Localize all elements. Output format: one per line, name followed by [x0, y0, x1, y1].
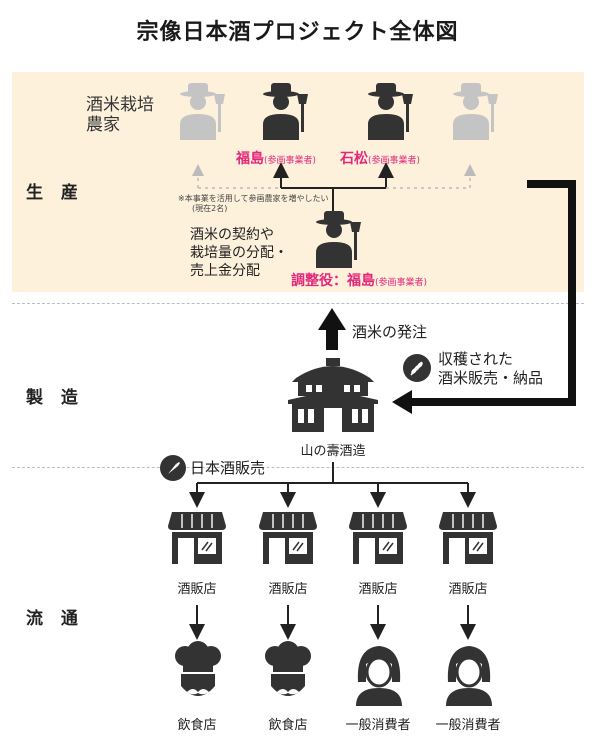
role-line2: 栽培量の分配・: [190, 245, 288, 261]
section-manufacturing: 製 造: [26, 388, 84, 408]
brewery-icon: [288, 358, 378, 432]
store-label: 酒販店: [177, 582, 217, 597]
farmer-1-tag: (参画事業者): [264, 156, 317, 166]
farmers-label-line2: 農家: [86, 115, 120, 135]
customer-label: 飲食店: [177, 718, 217, 733]
farmer-1-label: 福島(参画事業者): [236, 148, 316, 168]
farmer-2-name: 石松: [340, 151, 368, 167]
production-area: [12, 72, 584, 292]
wheat-icon: [403, 354, 431, 382]
farmer-icon: [180, 83, 225, 140]
farmer-icon: [453, 83, 498, 140]
sake-bottle-icon: [160, 455, 186, 481]
harvest-line2: 酒米販売・納品: [438, 369, 544, 387]
customer-label: 一般消費者: [345, 718, 411, 733]
farmer-2-tag: (参画事業者): [368, 156, 421, 166]
chef-icon: [265, 641, 311, 696]
coordinator-name: 調整役：福島: [291, 273, 375, 289]
page-title: 宗像日本酒プロジェクト全体図: [136, 20, 459, 45]
harvest-line1: 収穫された: [438, 350, 514, 368]
coordinator-role: 酒米の契約や 栽培量の分配・ 売上金分配: [190, 226, 288, 280]
section-production: 生 産: [26, 183, 84, 203]
customer-label: 一般消費者: [435, 718, 501, 733]
farmer-2-label: 石松(参画事業者): [340, 148, 420, 168]
store-icon: [439, 512, 497, 564]
store-label: 酒販店: [358, 582, 398, 597]
coordinator-label: 調整役：福島(参画事業者): [291, 270, 427, 290]
order-arrow: [318, 308, 346, 350]
farmers-label-line1: 酒米栽培: [86, 95, 154, 115]
store-label: 酒販店: [268, 582, 308, 597]
farmer-icon: [263, 83, 308, 140]
divider-manufacturing: [12, 467, 584, 468]
farmer-icon: [368, 83, 413, 140]
person-icon: [356, 646, 402, 706]
role-line3: 売上金分配: [190, 263, 260, 279]
sales-label: 日本酒販売: [190, 459, 266, 477]
store-label: 酒販店: [448, 582, 488, 597]
farmer-1-name: 福島: [236, 151, 264, 167]
farmer-icon: [316, 211, 361, 268]
farmers-label: 酒米栽培 農家: [86, 95, 154, 135]
recruitment-note: ※本事業を活用して参画農家を増やしたい (現在2名): [178, 194, 328, 214]
store-icon: [168, 512, 226, 564]
role-line1: 酒米の契約や: [190, 227, 274, 243]
delivery-arrow: [392, 180, 576, 414]
store-icon: [259, 512, 317, 564]
note-line2: (現在2名): [192, 204, 228, 213]
section-distribution: 流 通: [26, 609, 84, 629]
person-icon: [446, 646, 492, 706]
distribution-tree: [189, 462, 476, 640]
farmer-connector: [192, 162, 476, 212]
note-line1: ※本事業を活用して参画農家を増やしたい: [178, 194, 329, 203]
order-label: 酒米の発注: [352, 323, 428, 341]
divider-production: [12, 303, 584, 304]
chef-icon: [175, 641, 221, 696]
store-icon: [349, 512, 407, 564]
harvest-label: 収穫された 酒米販売・納品: [438, 350, 543, 388]
customer-label: 飲食店: [268, 718, 308, 733]
coordinator-tag: (参画事業者): [375, 278, 428, 288]
brewery-label: 山の壽酒造: [300, 444, 366, 459]
